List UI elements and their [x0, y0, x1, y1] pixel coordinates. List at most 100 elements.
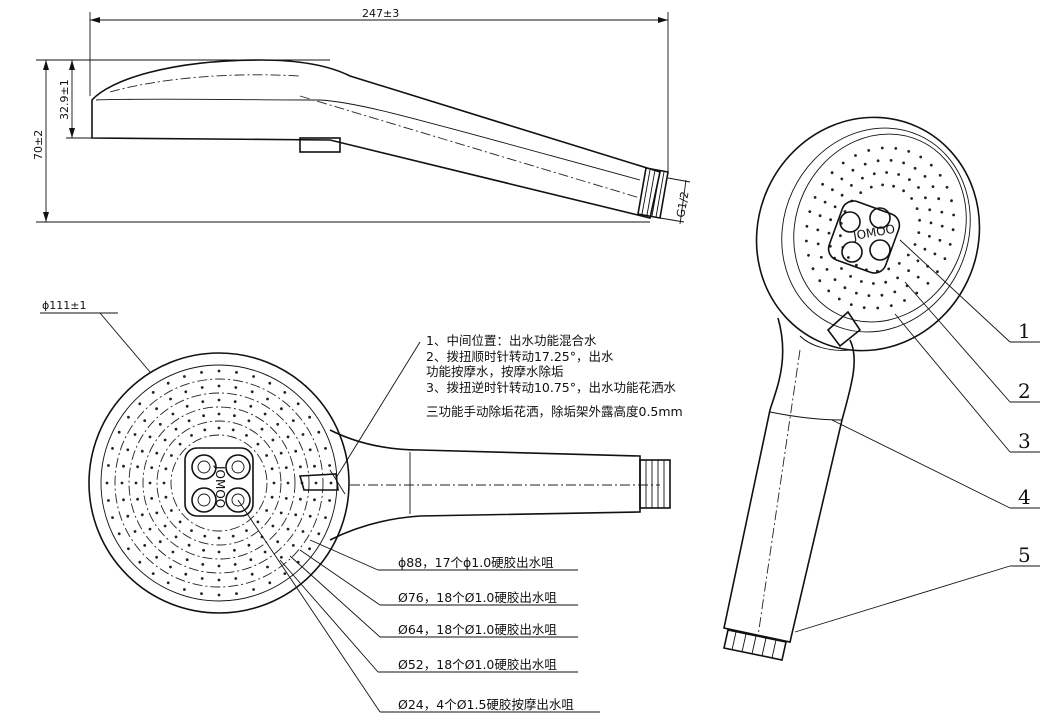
nozzle-dot [270, 467, 274, 471]
nozzle-dot [155, 555, 159, 559]
nozzle-dot [171, 412, 175, 416]
nozzle-dot [286, 435, 290, 439]
nozzle-dot [926, 264, 929, 268]
note-line-2: 2、拨扭顺时针转动17.25°，出水 [426, 349, 614, 364]
head-thickness-dimension: 32.9±1 [58, 79, 71, 120]
nozzle-dot [184, 390, 188, 394]
front-view: ϕ111±1 JOMOO [40, 299, 671, 614]
nozzle-dot [217, 536, 221, 540]
nozzle-dot [328, 499, 331, 502]
nozzle-dot [805, 239, 808, 243]
nozzle-dot [818, 279, 822, 283]
nozzle-dot [314, 481, 318, 485]
nozzle-dot [885, 171, 888, 174]
nozzle-dot [851, 168, 855, 172]
nozzle-dot [924, 196, 927, 200]
nozzle-dot [863, 162, 867, 166]
nozzle-dot [245, 434, 248, 437]
nozzle-dot [174, 535, 178, 539]
iso-view: JOMOO [723, 116, 981, 661]
nozzle-dot [190, 529, 193, 532]
nozzle-dot [843, 286, 847, 290]
nozzle-dot [136, 465, 140, 469]
head-diameter-label: ϕ111±1 [42, 299, 86, 312]
nozzle-dot [234, 577, 238, 580]
nozzle-dot [183, 375, 186, 378]
nozzle-dot [140, 513, 144, 517]
nozzle-dot [187, 543, 191, 547]
nozzle-dot [849, 275, 852, 278]
nozzle-dot [917, 231, 921, 235]
nozzle-dot [185, 558, 189, 562]
nozzle-dot [217, 398, 221, 402]
nozzle-dot [807, 253, 810, 257]
nozzle-dots [105, 369, 333, 597]
nozzle-dot [805, 224, 809, 228]
nozzle-dot [126, 448, 130, 452]
nozzle-dot [178, 442, 182, 446]
nozzle-dot [294, 513, 298, 517]
ring-callout-24: Ø24，4个Ø1.5硬胶按摩出水咀 [398, 697, 574, 712]
nozzle-dot [308, 415, 311, 419]
nozzle-dot [203, 428, 207, 432]
nozzle-dot [284, 466, 288, 469]
massage-cluster: JOMOO [184, 447, 254, 517]
nozzle-dot [270, 495, 274, 499]
nozzle-dot [862, 306, 866, 309]
note-line-1: 1、中间位置：出水功能混合水 [426, 333, 597, 348]
nozzle-dot [889, 304, 893, 307]
nozzle-dot [268, 381, 272, 385]
nozzle-dot [250, 390, 254, 394]
nozzle-dot [140, 449, 144, 453]
function-notes: 1、中间位置：出水功能混合水 2、拨扭顺时针转动17.25°，出水 功能按摩水，… [335, 333, 683, 479]
nozzle-dot [831, 188, 834, 192]
nozzle-dot [174, 427, 178, 431]
nozzle-dot [291, 419, 295, 422]
nozzle-dot [291, 544, 295, 547]
nozzle-dot [247, 419, 251, 423]
nozzle-dot [126, 514, 130, 518]
nozzle-dot [155, 511, 159, 515]
nozzle-dot [185, 404, 189, 408]
nozzle-dot [821, 182, 824, 186]
nozzle-dot [859, 191, 863, 195]
nozzle-dot [148, 481, 152, 485]
nozzle-dot [279, 511, 283, 515]
nozzle-dot [952, 213, 955, 217]
nozzle-dot [887, 267, 891, 271]
nozzle-dot [913, 243, 917, 246]
nozzle-dot [203, 534, 207, 538]
nozzle-dot [166, 381, 170, 385]
nozzle-dot [271, 524, 275, 528]
nozzle-dot [907, 269, 910, 272]
ring-callout-76: Ø76，18个Ø1.0硬胶出水咀 [398, 590, 557, 605]
nozzle-dot [234, 386, 238, 389]
nozzle-dot [200, 371, 203, 374]
nozzle-dot [937, 197, 941, 201]
nozzle-dot [830, 171, 834, 175]
nozzle-dot [893, 290, 897, 294]
nozzle-dot [854, 154, 857, 157]
nozzle-dot [910, 197, 913, 200]
nozzle-dot [916, 275, 920, 279]
nozzle-dot [170, 454, 173, 457]
nozzle-dot [948, 243, 952, 246]
ring-callout-64: Ø64，18个Ø1.0硬胶出水咀 [398, 622, 557, 637]
nozzle-dot [217, 384, 221, 388]
nozzle-dot [294, 449, 298, 453]
nozzle-dot [126, 415, 130, 419]
nozzle-dot [111, 516, 114, 519]
nozzle-dot [217, 564, 221, 568]
nozzle-dot [231, 428, 235, 432]
nozzle-dot [178, 520, 182, 524]
nozzle-dot [200, 577, 204, 580]
iso-brand-logo: JOMOO [851, 222, 896, 243]
nozzle-dot [897, 262, 901, 265]
nozzle-dot [301, 433, 305, 436]
nozzle-dot [827, 289, 831, 293]
nozzle-dot [317, 532, 321, 536]
nozzle-dot [268, 581, 272, 585]
nozzle-dot [272, 481, 276, 485]
nozzle-dot [867, 294, 871, 297]
nozzle-dot [931, 185, 935, 189]
